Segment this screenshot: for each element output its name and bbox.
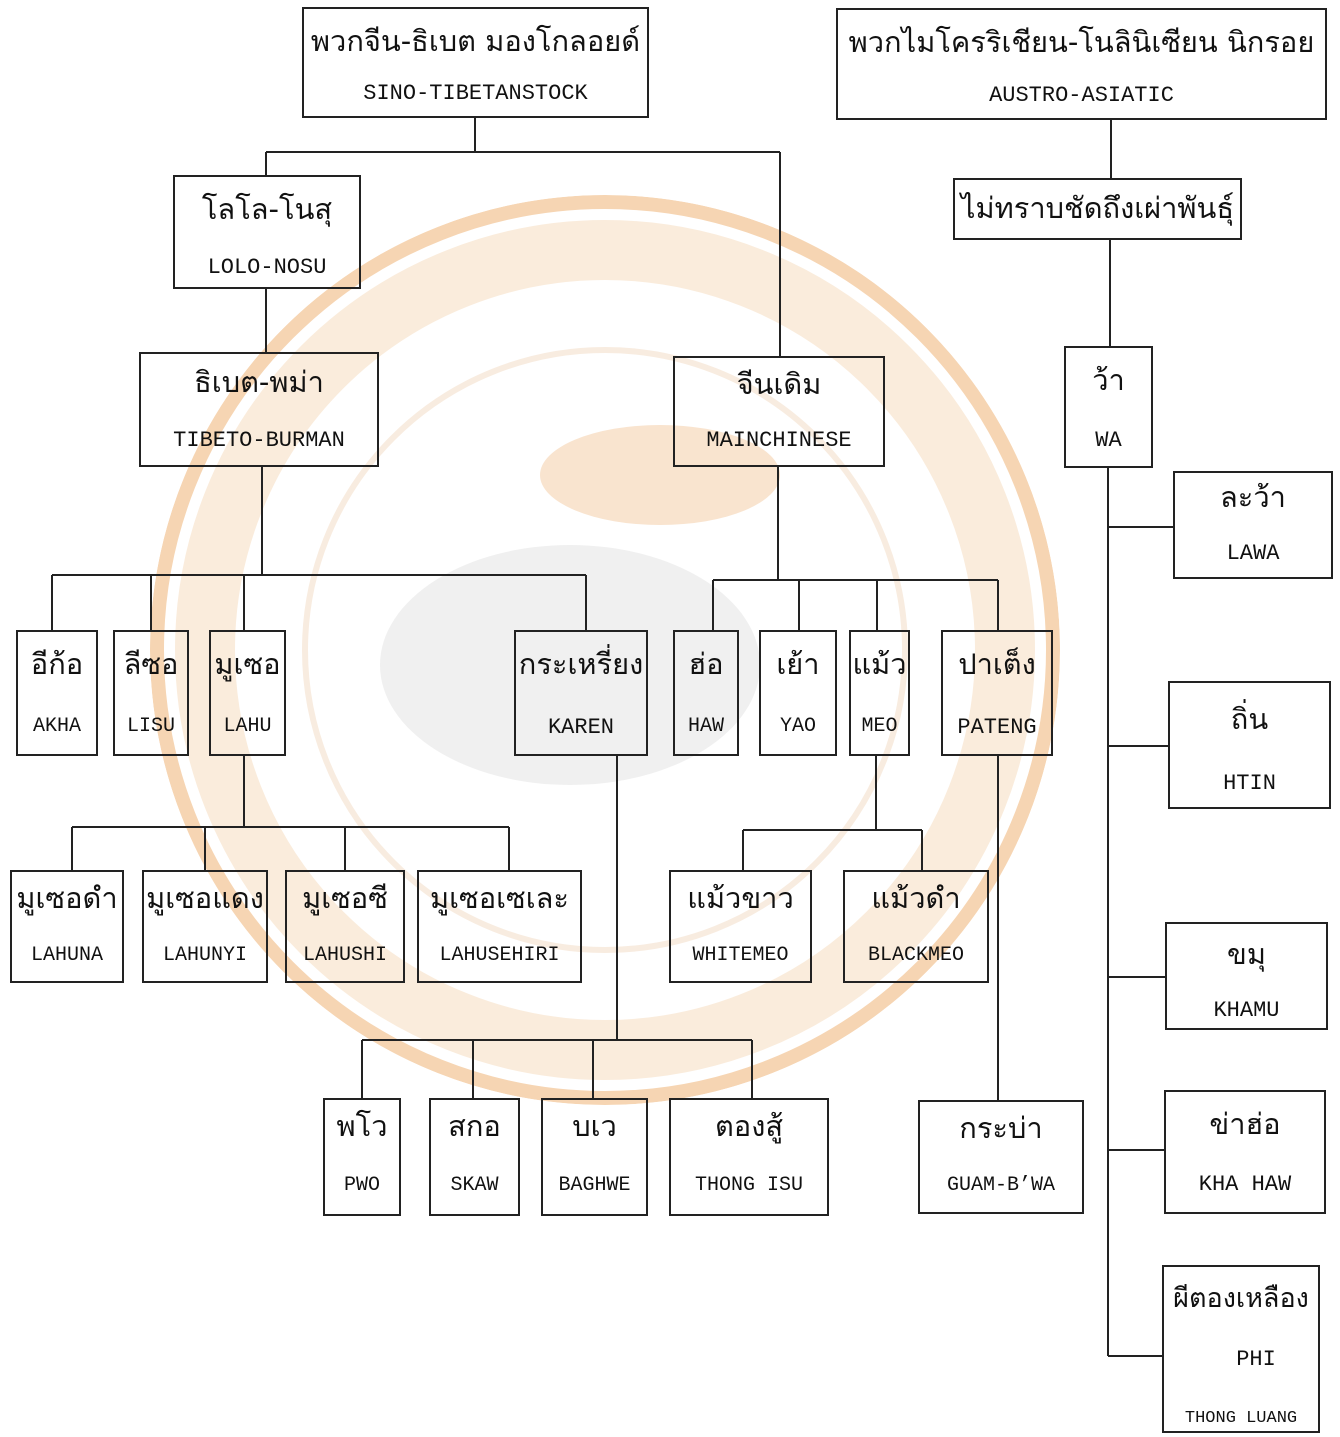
node-lahunyi-th: มูเซอแดง [146, 881, 264, 915]
node-lahu-en: LAHU [223, 715, 272, 738]
node-kha-haw: ข่าฮ่อ KHA HAW [1164, 1090, 1326, 1214]
node-htin-th: ถิ่น [1230, 702, 1269, 736]
node-sino-tibetan: พวกจีน-ธิเบต มองโกลอยด์ SINO-TIBETANSTOC… [302, 7, 649, 118]
node-meo-en: MEO [861, 715, 898, 738]
node-lawa: ละว้า LAWA [1173, 471, 1333, 579]
node-akha-en: AKHA [32, 715, 81, 738]
node-khamu-en: KHAMU [1213, 998, 1280, 1023]
node-blackmeo-th: แม้วดำ [871, 881, 961, 915]
node-lahu: มูเซอ LAHU [209, 630, 286, 756]
node-lahusehiri-en: LAHUSEHIRI [439, 944, 560, 967]
node-lolo-en: LOLO-NOSU [207, 255, 327, 280]
node-akha-th: อีก้อ [30, 647, 84, 681]
node-sino-en: SINO-TIBETANSTOCK [363, 81, 588, 106]
node-haw: ฮ่อ HAW [673, 630, 739, 756]
node-baghwe-en: BAGHWE [558, 1174, 631, 1197]
node-lisu-th: ลีซอ [123, 647, 179, 681]
node-sino-th: พวกจีน-ธิเบต มองโกลอยด์ [310, 24, 641, 58]
node-pateng: ปาเต็ง PATENG [941, 630, 1053, 756]
node-yao-th: เย้า [776, 647, 820, 681]
node-karen: กระเหรี่ยง KAREN [514, 630, 648, 756]
node-akha: อีก้อ AKHA [16, 630, 98, 756]
node-wa-en: WA [1095, 428, 1122, 453]
node-lahusehiri-th: มูเซอเซเละ [430, 881, 569, 915]
node-phi-thong-luang: ผีตองเหลือง PHI THONG LUANG [1162, 1265, 1320, 1433]
node-khahaw-en: KHA HAW [1198, 1172, 1292, 1197]
node-thong-isu-en: THONG ISU [694, 1174, 804, 1197]
node-lahushi-th: มูเซอซี [302, 881, 388, 915]
node-unknown-race: ไม่ทราบชัดถึงเผ่าพันธุ์ [953, 178, 1242, 240]
node-blackmeo-en: BLACKMEO [867, 944, 964, 967]
node-pwo-en: PWO [343, 1174, 380, 1197]
node-lawa-th: ละว้า [1220, 480, 1286, 514]
node-tibeto-th: ธิเบต-พม่า [194, 365, 324, 399]
node-austro-en: AUSTRO-ASIATIC [989, 83, 1174, 108]
node-pateng-en: PATENG [957, 715, 1037, 740]
node-wa: ว้า WA [1064, 346, 1153, 468]
node-whitemeo-th: แม้วขาว [687, 881, 794, 915]
node-guam-bwa: กระบ่า GUAM-B’WA [918, 1100, 1084, 1214]
node-whitemeo: แม้วขาว WHITEMEO [669, 870, 812, 983]
node-mainchinese: จีนเดิม MAINCHINESE [673, 356, 885, 467]
node-mainchinese-th: จีนเดิม [736, 367, 822, 401]
node-lahusehiri: มูเซอเซเละ LAHUSEHIRI [417, 870, 582, 983]
node-austro-asiatic: พวกไมโครริเชียน-โนลินิเซียน นิกรอย AUSTR… [836, 8, 1327, 120]
node-phi-en2: THONG LUANG [1184, 1409, 1298, 1428]
node-lisu-en: LISU [126, 715, 175, 738]
node-karen-th: กระเหรี่ยง [518, 647, 644, 681]
node-pwo-th: พโว [336, 1109, 388, 1143]
node-skaw-en: SKAW [450, 1174, 499, 1197]
node-guam-en: GUAM-B’WA [946, 1174, 1056, 1197]
node-skaw: สกอ SKAW [429, 1098, 520, 1216]
node-guam-th: กระบ่า [959, 1111, 1043, 1145]
node-pateng-th: ปาเต็ง [958, 647, 1036, 681]
node-meo: แม้ว MEO [849, 630, 910, 756]
node-tibeto-en: TIBETO-BURMAN [173, 428, 345, 453]
node-thong-isu-th: ตองสู้ [714, 1109, 784, 1143]
node-thong-isu: ตองสู้ THONG ISU [669, 1098, 829, 1216]
node-pwo: พโว PWO [323, 1098, 401, 1216]
node-khamu: ขมุ KHAMU [1165, 922, 1328, 1030]
node-meo-th: แม้ว [852, 647, 907, 681]
node-skaw-th: สกอ [448, 1109, 501, 1143]
node-haw-th: ฮ่อ [688, 647, 724, 681]
node-yao-en: YAO [779, 715, 816, 738]
node-baghwe-th: บเว [572, 1109, 617, 1143]
node-lolo-nosu: โลโล-โนสุ LOLO-NOSU [173, 175, 361, 289]
node-lahuna: มูเซอดำ LAHUNA [10, 870, 124, 983]
node-lahuna-en: LAHUNA [30, 944, 103, 967]
node-whitemeo-en: WHITEMEO [692, 944, 789, 967]
node-phi-en: PHI [1236, 1347, 1276, 1372]
node-wa-th: ว้า [1092, 363, 1125, 397]
node-khamu-th: ขมุ [1227, 937, 1266, 971]
node-yao: เย้า YAO [759, 630, 837, 756]
node-lawa-en: LAWA [1226, 541, 1280, 566]
node-htin-en: HTIN [1223, 771, 1276, 796]
node-lahushi: มูเซอซี LAHUSHI [285, 870, 405, 983]
node-lolo-th: โลโล-โนสุ [201, 192, 333, 226]
node-lahushi-en: LAHUSHI [302, 944, 387, 967]
node-austro-th: พวกไมโครริเชียน-โนลินิเซียน นิกรอย [848, 25, 1315, 59]
node-khahaw-th: ข่าฮ่อ [1209, 1107, 1281, 1141]
node-lahu-th: มูเซอ [214, 647, 281, 681]
node-unknown-th: ไม่ทราบชัดถึงเผ่าพันธุ์ [960, 191, 1235, 225]
node-lahunyi: มูเซอแดง LAHUNYI [142, 870, 268, 983]
node-mainchinese-en: MAINCHINESE [706, 428, 852, 453]
node-lisu: ลีซอ LISU [113, 630, 189, 756]
node-karen-en: KAREN [547, 715, 614, 740]
node-lahuna-th: มูเซอดำ [16, 881, 118, 915]
node-tibeto-burman: ธิเบต-พม่า TIBETO-BURMAN [139, 352, 379, 467]
node-lahunyi-en: LAHUNYI [162, 944, 247, 967]
node-baghwe: บเว BAGHWE [541, 1098, 648, 1216]
node-blackmeo: แม้วดำ BLACKMEO [843, 870, 989, 983]
node-haw-en: HAW [687, 715, 724, 738]
node-phi-th: ผีตองเหลือง [1173, 1283, 1309, 1314]
node-htin: ถิ่น HTIN [1168, 681, 1331, 809]
